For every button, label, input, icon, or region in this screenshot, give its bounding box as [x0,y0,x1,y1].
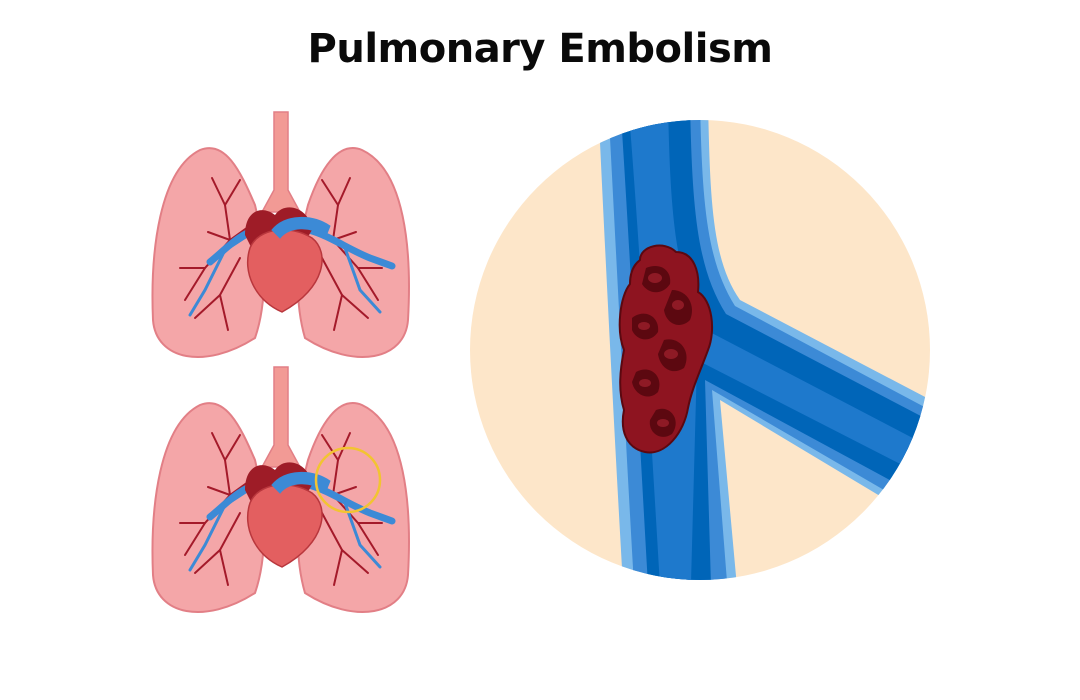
blood-clot-icon [470,120,930,580]
affected-lungs-icon [153,367,409,612]
page-title: Pulmonary Embolism [307,26,773,72]
embolism-highlight-ring [314,446,382,514]
healthy-lungs-icon [153,112,409,357]
